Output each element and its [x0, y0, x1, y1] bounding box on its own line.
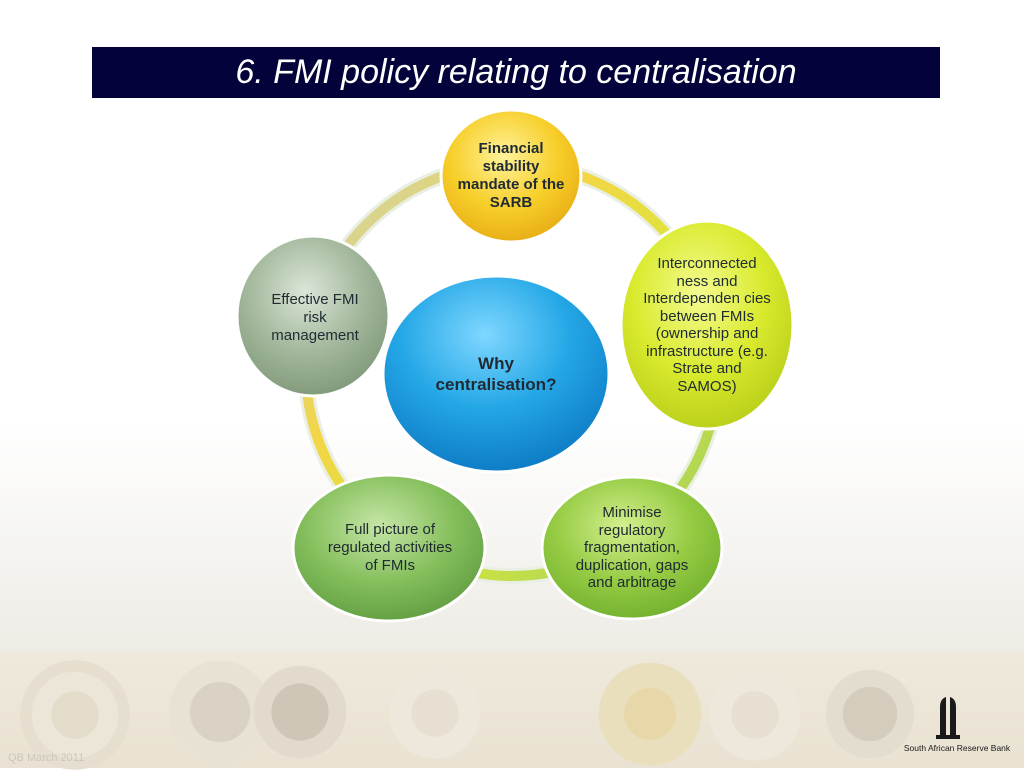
decorative-rosette: [20, 660, 130, 770]
node-financial-stability-label: Financial stability mandate of the SARB: [457, 140, 565, 211]
decorative-rosette: [820, 664, 920, 764]
center-label: Why centralisation?: [435, 354, 557, 394]
logo-caption: South African Reserve Bank: [903, 743, 1011, 753]
node-interconnectedness-label: Interconnected ness and Interdependen ci…: [643, 255, 771, 395]
title-bar: 6. FMI policy relating to centralisation: [92, 47, 940, 98]
decorative-rosette: [700, 660, 810, 770]
node-full-picture-label: Full picture of regulated activities of …: [327, 521, 453, 574]
node-minimise-fragmentation-shape: [540, 475, 724, 621]
node-financial-stability-shape: [439, 108, 583, 244]
node-risk-management-label: Effective FMI risk management: [271, 291, 359, 344]
node-risk-management-shape: [235, 234, 391, 398]
slide-title: 6. FMI policy relating to centralisation: [235, 53, 797, 91]
decorative-rosette: [250, 662, 350, 762]
center-shape: [381, 274, 611, 474]
node-interconnectedness-shape: [619, 219, 795, 431]
sarb-logo-icon: [936, 697, 960, 739]
node-minimise-fragmentation-label: Minimise regulatory fragmentation, dupli…: [575, 504, 689, 592]
decorative-rosette: [590, 654, 710, 774]
node-full-picture-shape: [291, 473, 487, 623]
decorative-rosette: [380, 658, 490, 768]
footer-date: QB March 2011: [8, 752, 85, 764]
decorative-pattern-band: [0, 652, 1024, 774]
